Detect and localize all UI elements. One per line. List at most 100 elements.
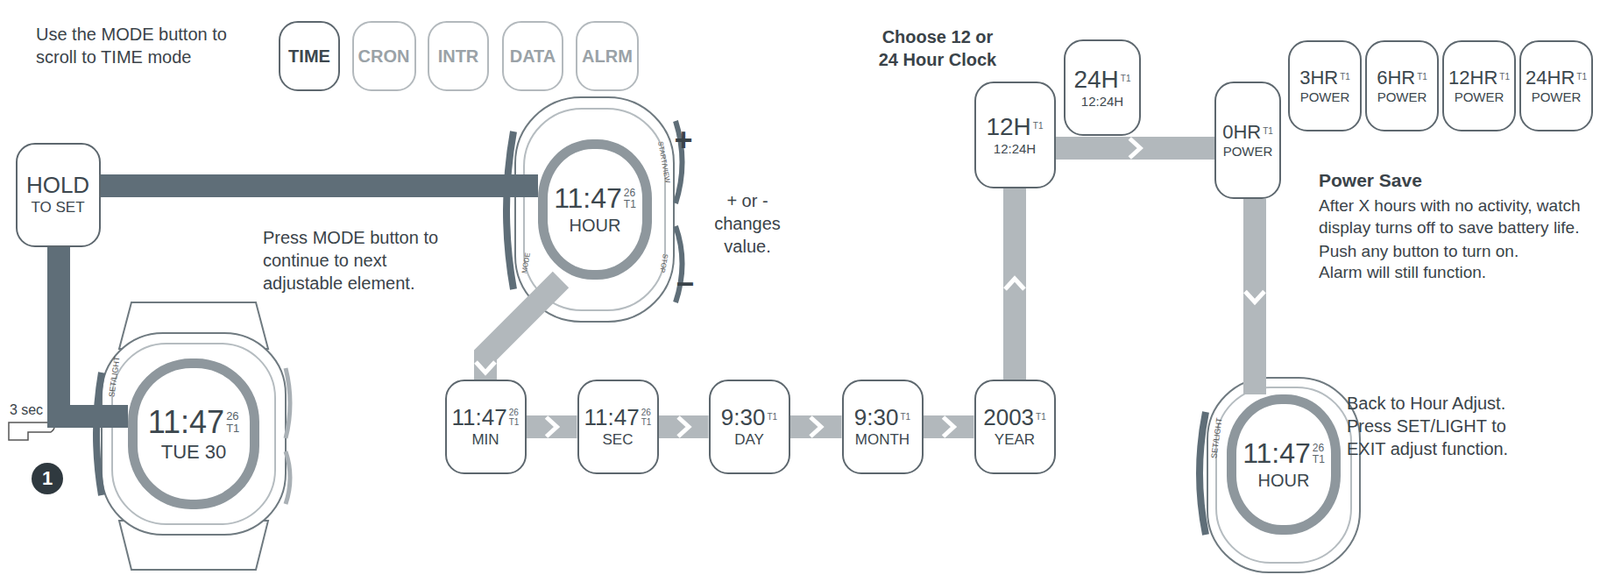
display-digits: DATA — [509, 47, 557, 66]
chevron-head — [1245, 291, 1265, 303]
flow-connector — [923, 417, 975, 437]
chevron-head — [678, 417, 689, 437]
display-indicator: T1 — [1120, 74, 1132, 85]
display-row: 11:4726T1 — [584, 405, 652, 430]
display-content: 12HRT1POWER — [1448, 67, 1510, 105]
watch-bezel — [112, 343, 276, 524]
lcd-display: 2003T1YEAR — [974, 379, 1056, 475]
flow-bar — [790, 415, 843, 439]
instruction-note: + or - changes value. — [703, 189, 792, 258]
display-row: 12HT1 — [985, 113, 1043, 140]
display-side: 26T1 — [641, 408, 652, 427]
lcd-display: 12HT112:24H — [974, 81, 1056, 189]
flow-connector — [1005, 188, 1025, 380]
display-digits: 11:47 — [553, 184, 623, 214]
instruction-note: Use the MODE button to scroll to TIME mo… — [35, 22, 236, 69]
display-digits: ALRM — [581, 47, 633, 66]
button-name: STOP — [657, 252, 670, 273]
button-name: SET/LIGHT — [1209, 417, 1225, 460]
display-side: T1 — [1120, 74, 1132, 85]
flow-connector — [1055, 138, 1216, 158]
watch-display: 11:4726T1HOUR — [538, 139, 652, 280]
power-option: 6HRT1POWER — [1365, 40, 1439, 132]
display-content: 11:4726T1HOUR — [553, 184, 637, 235]
display-label: DAY — [734, 431, 765, 448]
lcd-display: HOLDTO SET — [15, 142, 101, 248]
display-digits: 12HR — [1448, 67, 1498, 88]
display-digits: 11:47 — [584, 405, 640, 430]
display-label: 12:24H — [1081, 94, 1124, 109]
display-indicator: T1 — [509, 417, 520, 428]
mode-button — [506, 131, 514, 290]
display-content: 6HRT1POWER — [1376, 67, 1428, 105]
flow-connector — [475, 279, 561, 380]
display-digits: 11:47 — [1242, 438, 1311, 469]
display-content: HOLDTO SET — [26, 173, 90, 216]
display-label: TO SET — [30, 199, 85, 216]
flow-bar — [923, 415, 975, 439]
button-name: SET/LIGHT — [106, 355, 123, 398]
set-button — [1199, 411, 1206, 535]
flow-bar — [1055, 136, 1216, 160]
chevron-head — [1129, 138, 1140, 158]
display-indicator: 26 — [509, 408, 520, 418]
display-digits: 3HR — [1299, 67, 1339, 88]
instruction-note: Back to Hour Adjust. — [1346, 391, 1536, 415]
display-row: 9:30T1 — [721, 405, 778, 430]
flow-bar — [58, 247, 128, 418]
display-indicator: T1 — [1262, 127, 1274, 137]
mode-icon: CRON — [352, 21, 417, 92]
display-label: HOUR — [569, 216, 622, 235]
watch-case — [1207, 377, 1360, 573]
chevron-head — [943, 417, 955, 437]
mode-icon: TIME — [278, 21, 340, 92]
display-digits: 11:47 — [452, 405, 508, 430]
display-content: 9:30T1DAY — [721, 405, 778, 448]
display-side: T1 — [1262, 127, 1274, 137]
display-content: 11:4726T1HOUR — [1242, 438, 1325, 490]
display-indicator: T1 — [1499, 72, 1510, 83]
display-side: 26T1 — [623, 187, 637, 210]
display-side: T1 — [1576, 72, 1587, 83]
flow-bar — [485, 279, 561, 380]
display-side: T1 — [899, 412, 911, 423]
display-row: 12HRT1 — [1448, 67, 1510, 88]
display-indicator: T1 — [1416, 72, 1428, 83]
display-indicator: T1 — [766, 412, 778, 423]
power-option: 24HRT1POWER — [1519, 40, 1593, 132]
display-row: 11:4726T1 — [452, 405, 520, 430]
flow-connector — [790, 417, 843, 437]
display-digits: TIME — [288, 47, 331, 66]
chevron-head — [1005, 278, 1025, 290]
display-side: T1 — [1499, 72, 1510, 83]
instruction-note: Press SET/LIGHT to EXIT adjust function. — [1346, 414, 1536, 461]
display-label: POWER — [1454, 90, 1505, 105]
chevron-head — [475, 361, 496, 373]
display-content: 9:30T1MONTH — [854, 405, 911, 448]
display-content: 2003T1YEAR — [983, 405, 1047, 448]
display-label: TUE 30 — [161, 441, 227, 462]
display-label: POWER — [1531, 90, 1582, 105]
section-heading: Power Save — [1318, 168, 1596, 192]
flow-bar — [1003, 188, 1027, 380]
display-label: POWER — [1377, 90, 1428, 105]
display-row: 9:30T1 — [854, 405, 911, 430]
flow-connector — [658, 417, 709, 437]
display-row: 3HRT1 — [1299, 67, 1351, 88]
watch-display: 11:4726T1HOUR — [1226, 394, 1341, 535]
display-digits: 2003 — [983, 405, 1034, 430]
chevron-head — [546, 417, 558, 437]
display-indicator: T1 — [623, 198, 637, 211]
display-side: 26T1 — [1312, 442, 1325, 465]
display-digits: 24HR — [1525, 67, 1575, 88]
display-side: T1 — [1035, 412, 1047, 423]
flow-bar — [100, 174, 539, 198]
display-content: 11:4726T1SEC — [584, 405, 652, 448]
lcd-display: 24HT112:24H — [1063, 39, 1141, 136]
display-content: 3HRT1POWER — [1299, 67, 1351, 105]
display-digits: 11:47 — [148, 405, 225, 439]
display-content: 12HT112:24H — [985, 113, 1043, 156]
display-content: 0HRT1POWER — [1222, 121, 1274, 159]
display-label: MIN — [471, 431, 499, 448]
